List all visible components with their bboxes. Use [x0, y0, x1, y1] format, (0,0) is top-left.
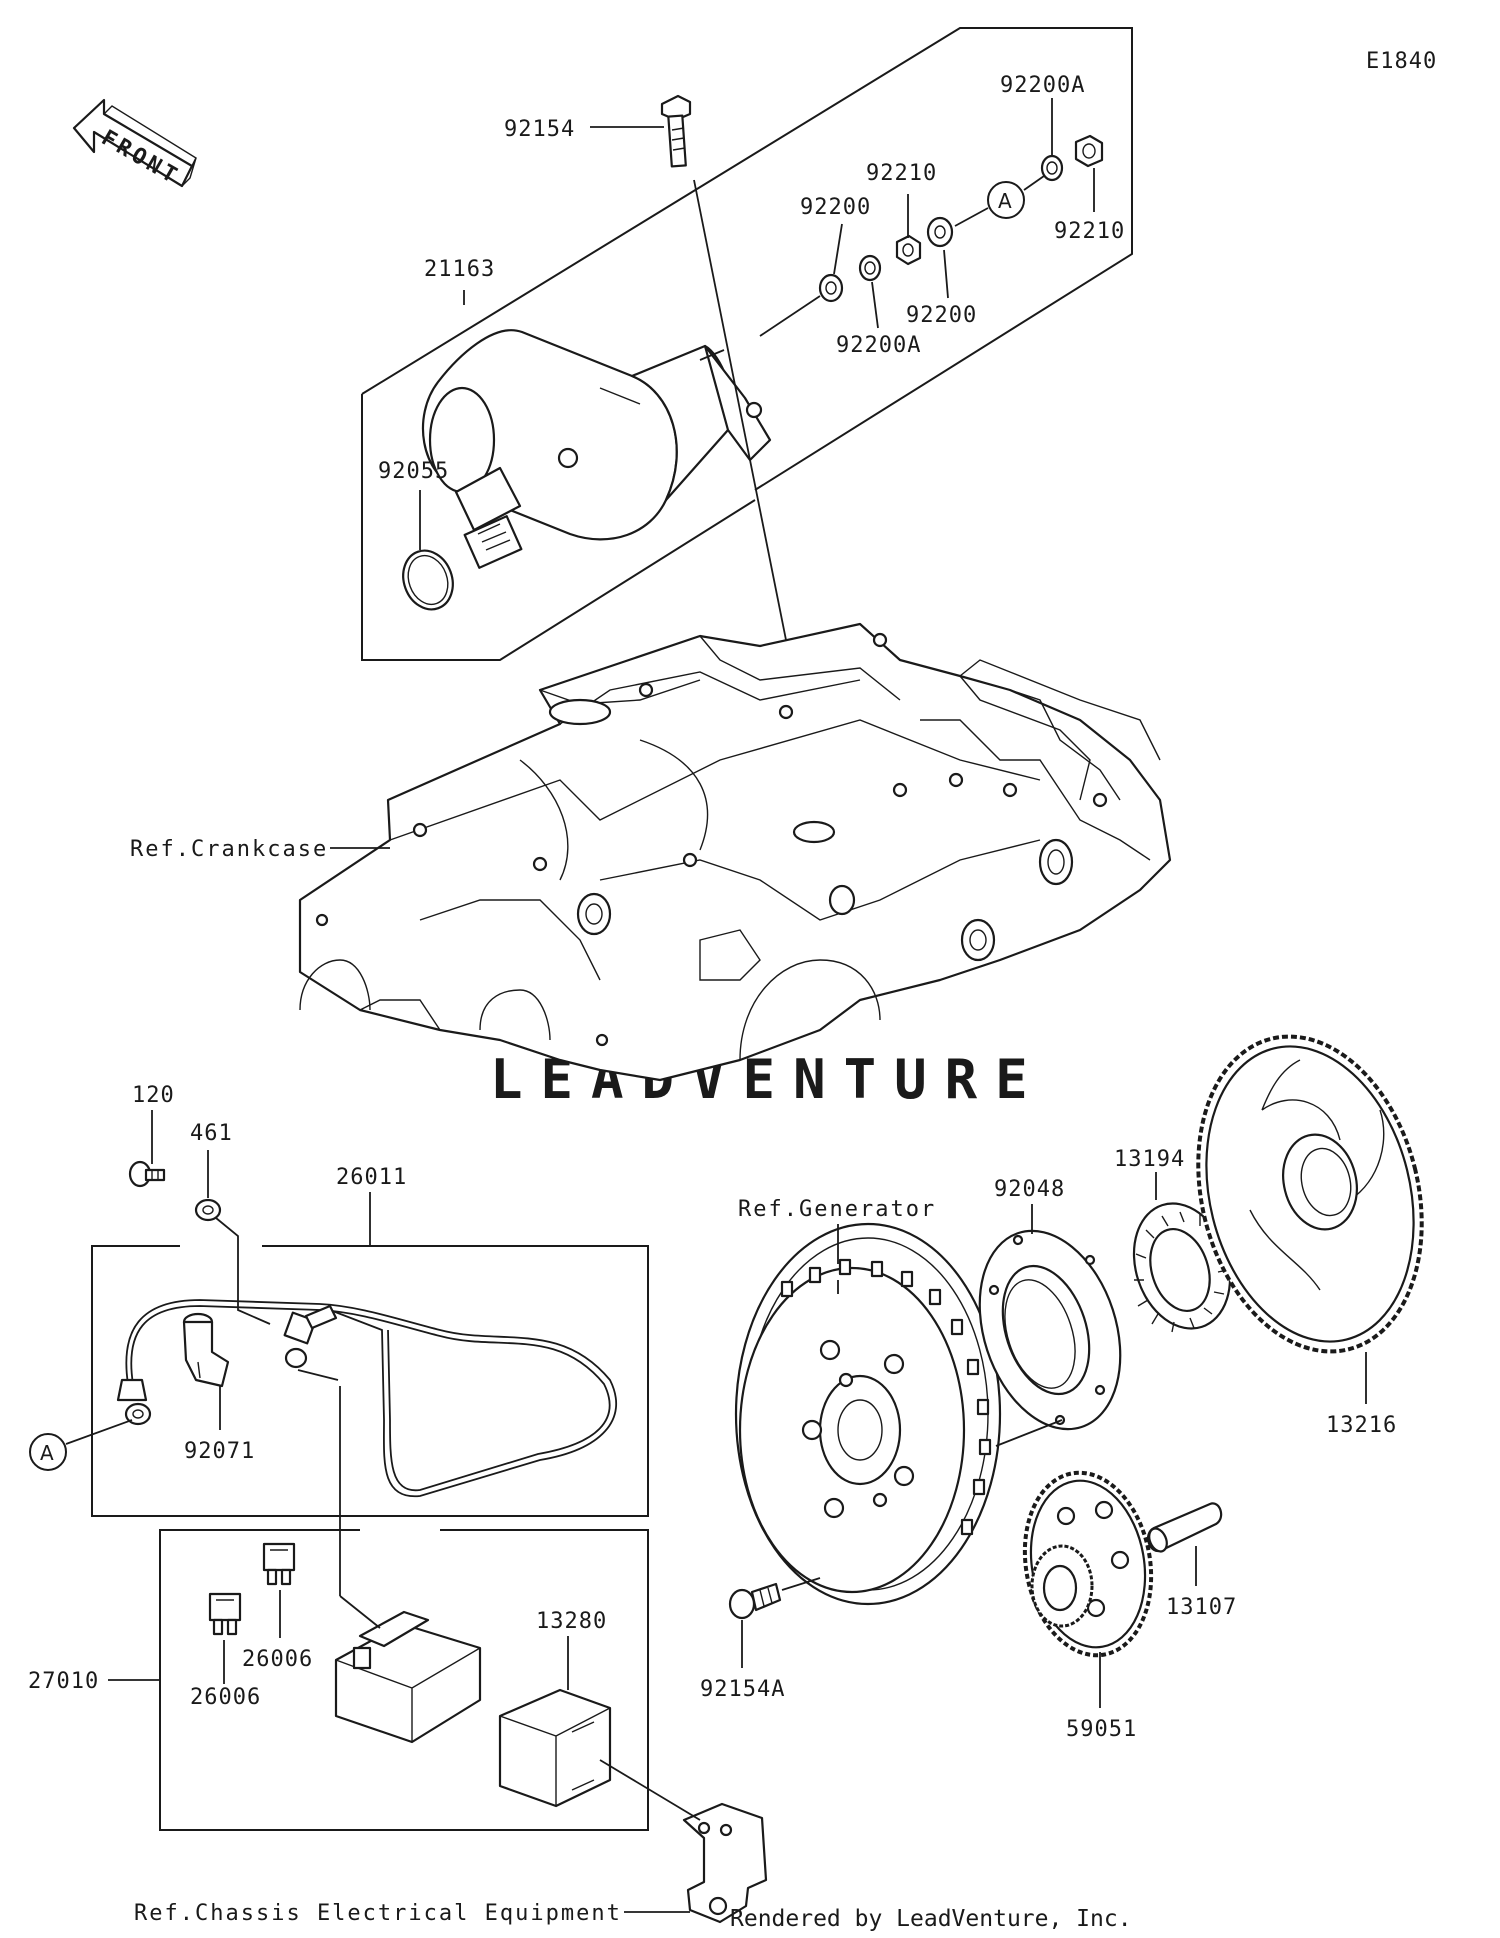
nut-92210-mid	[895, 234, 922, 266]
label-59051: 59051	[1066, 1717, 1137, 1742]
fuse-26006-b	[262, 1542, 296, 1586]
label-92154A: 92154A	[700, 1677, 785, 1702]
relay-box-27010	[159, 1529, 649, 1831]
washer-92200-right	[926, 216, 954, 248]
svg-text:A: A	[998, 189, 1013, 213]
bolt-92154A	[728, 1582, 782, 1620]
terminal-boot-92071	[182, 1312, 230, 1388]
washer-92200A-low	[858, 254, 882, 282]
diagram-code: E1840	[1366, 49, 1437, 74]
fuse-26006-a	[208, 1592, 242, 1636]
label-13280: 13280	[536, 1609, 607, 1634]
label-26006-b: 26006	[242, 1647, 313, 1672]
one-way-clutch-13194	[1132, 1202, 1232, 1333]
starter-kit-box	[361, 27, 1133, 661]
label-13194: 13194	[1114, 1147, 1185, 1172]
bolt-92154	[660, 94, 692, 168]
label-13107: 13107	[1166, 1595, 1237, 1620]
label-26006-a: 26006	[190, 1685, 261, 1710]
washer-92200-left	[818, 273, 844, 303]
battery-cable	[116, 1299, 618, 1497]
label-92154: 92154	[504, 117, 575, 142]
label-120: 120	[132, 1083, 175, 1108]
washer-461	[194, 1198, 222, 1222]
o-ring	[402, 549, 454, 611]
ref-chassis: Ref.Chassis Electrical Equipment	[134, 1901, 622, 1926]
svg-text:A: A	[40, 1441, 55, 1465]
crankcase	[298, 622, 1172, 1082]
label-92055: 92055	[378, 459, 449, 484]
ref-crankcase: Ref.Crankcase	[130, 837, 328, 862]
washer-92200A-top	[1040, 154, 1064, 182]
starter-relay	[334, 1610, 482, 1744]
starter-gear-13216	[1196, 1034, 1424, 1354]
label-461: 461	[190, 1121, 233, 1146]
label-92200A-top: 92200A	[1000, 73, 1085, 98]
idle-gear-59051	[1022, 1470, 1154, 1658]
label-92071: 92071	[184, 1439, 255, 1464]
label-21163: 21163	[424, 257, 495, 282]
relay-13280	[498, 1688, 612, 1808]
label-92048: 92048	[994, 1177, 1065, 1202]
starter-motor	[421, 329, 772, 569]
label-92210-mid: 92210	[866, 161, 937, 186]
callout-a-top: A	[987, 181, 1025, 219]
generator-rotor	[734, 1222, 1002, 1606]
cable-box-26011	[91, 1245, 649, 1517]
chassis-bracket	[682, 1802, 768, 1924]
screw-120	[128, 1160, 166, 1188]
label-13216: 13216	[1326, 1413, 1397, 1438]
label-26011: 26011	[336, 1165, 407, 1190]
callout-a-bottom: A	[29, 1433, 67, 1471]
label-92210-right: 92210	[1054, 219, 1125, 244]
shaft-13107	[1146, 1502, 1223, 1553]
label-27010: 27010	[28, 1669, 99, 1694]
front-arrow-icon: FRONT	[72, 98, 197, 190]
label-92200A-low: 92200A	[836, 333, 921, 358]
nut-92210-right	[1074, 134, 1104, 168]
footer-credit: Rendered by LeadVenture, Inc.	[730, 1906, 1132, 1932]
ref-generator: Ref.Generator	[738, 1197, 936, 1222]
label-92200-left: 92200	[800, 195, 871, 220]
label-92200-right: 92200	[906, 303, 977, 328]
